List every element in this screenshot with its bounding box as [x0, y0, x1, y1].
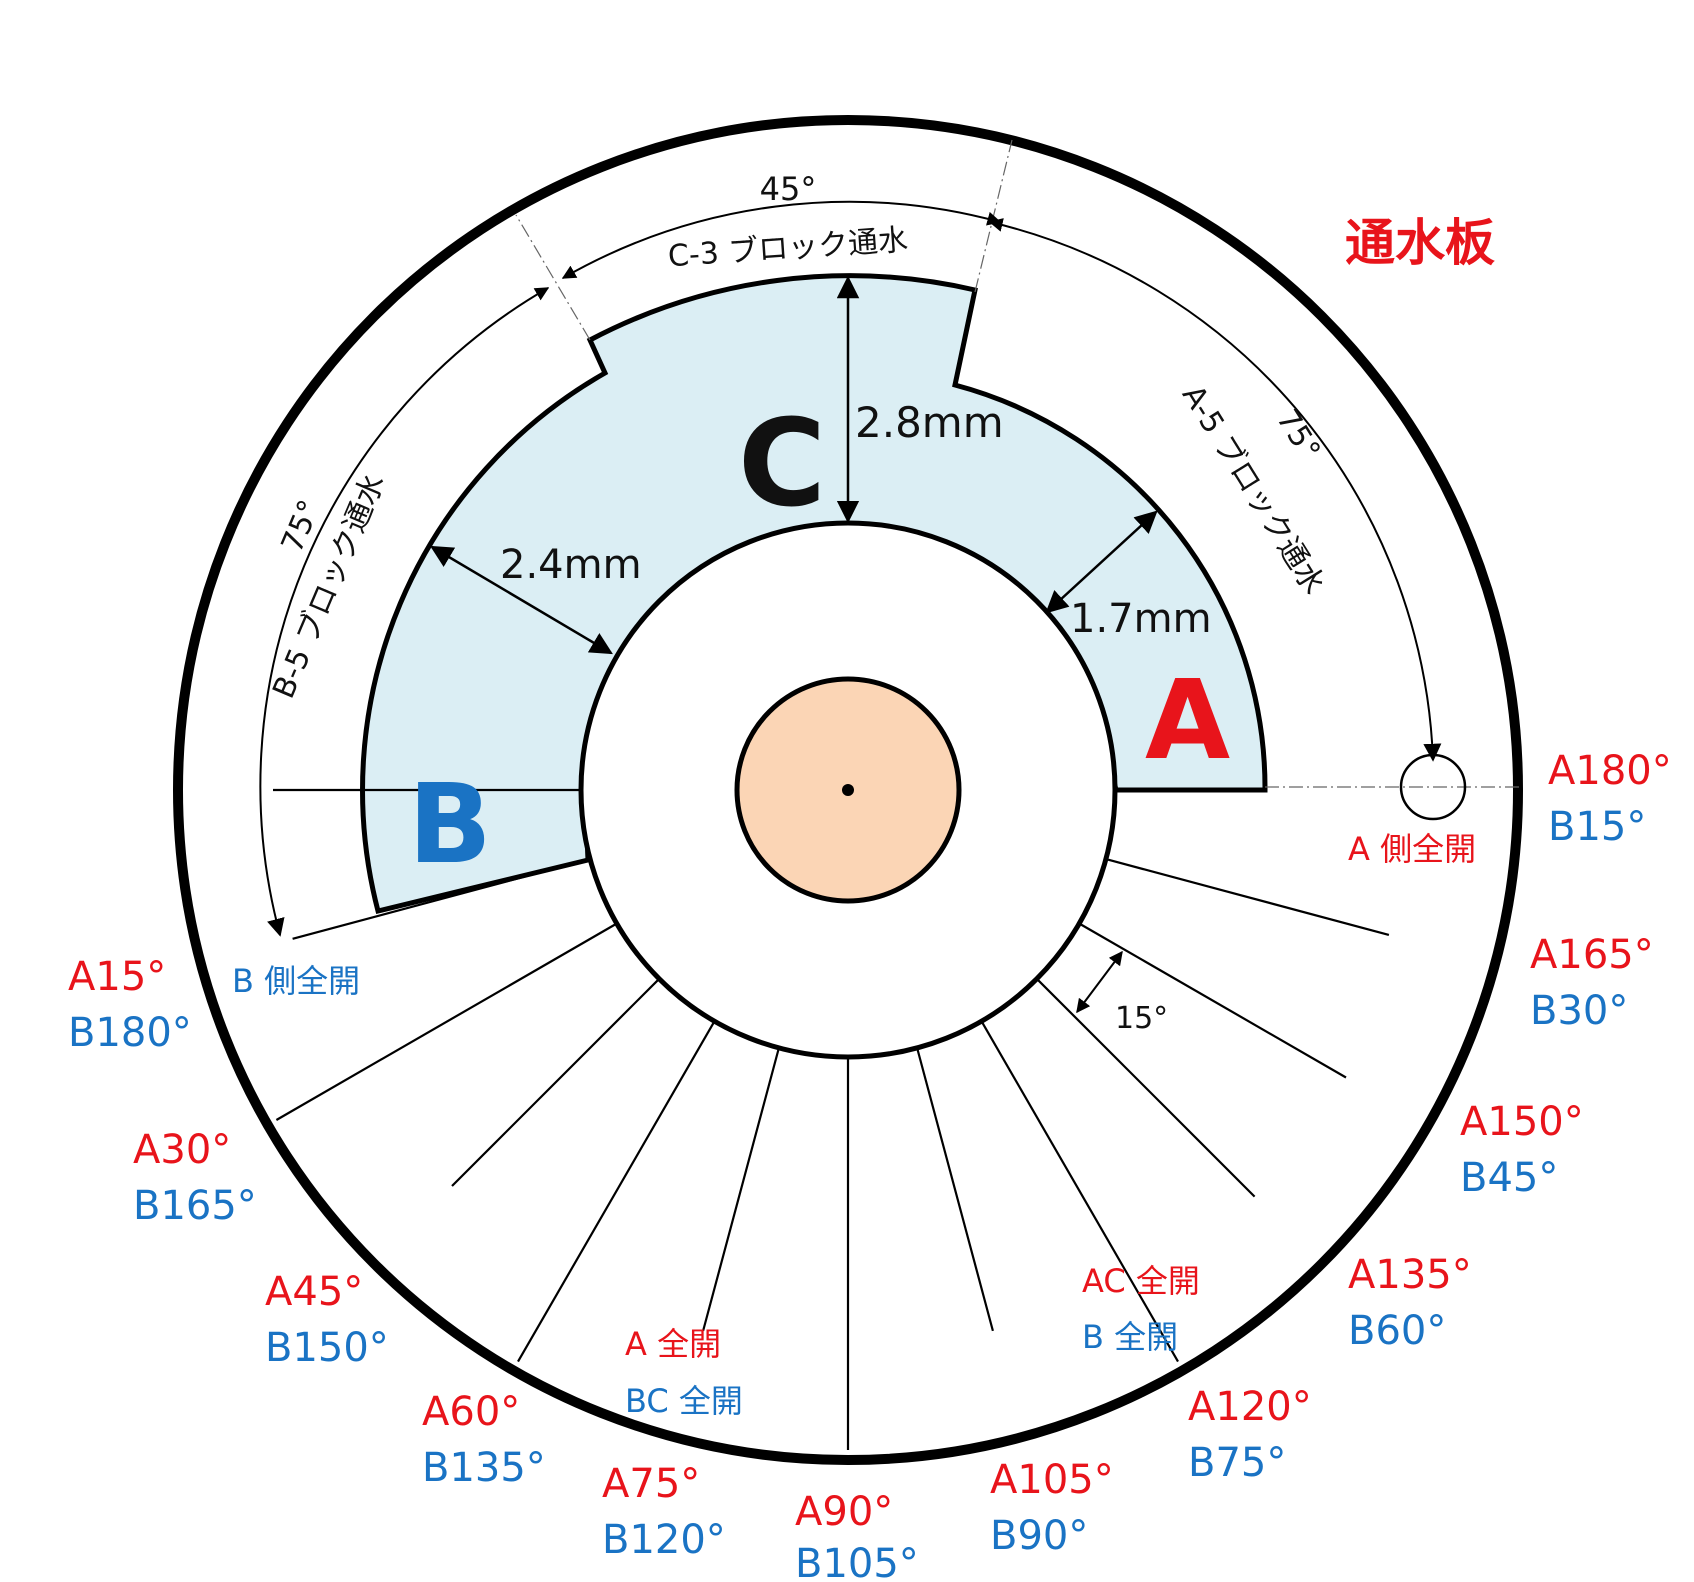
- pos-label-b: B15°: [1548, 804, 1646, 850]
- center-dot: [842, 784, 854, 796]
- pos-label-a: A150°: [1460, 1099, 1584, 1145]
- pos-label-b: B135°: [422, 1445, 546, 1491]
- pos-label-b: B30°: [1530, 988, 1628, 1034]
- zone-letter-c: C: [738, 395, 826, 534]
- pos-label-a: A30°: [133, 1127, 231, 1173]
- pos-label-b: B45°: [1460, 1155, 1558, 1201]
- pos-label-a: A165°: [1530, 932, 1654, 978]
- arc-a-span: [988, 218, 1442, 762]
- pos-label-a: A120°: [1188, 1384, 1312, 1430]
- note-a-open: A 全開: [625, 1325, 721, 1363]
- position-line: [1036, 978, 1256, 1198]
- pos-label-a: A75°: [602, 1461, 700, 1507]
- note-a-full: A 側全開: [1348, 830, 1476, 868]
- pos-label-b: B120°: [602, 1517, 726, 1563]
- position-line: [1078, 922, 1347, 1079]
- pos-label-a: A90°: [795, 1489, 893, 1535]
- arc-b-span: [259, 287, 550, 937]
- pos-label-b: B150°: [265, 1325, 389, 1371]
- arrow-step: [1076, 950, 1123, 1014]
- pos-label-a: A180°: [1548, 748, 1672, 794]
- note-ac-open: AC 全開: [1082, 1262, 1200, 1300]
- pos-label-a: A15°: [68, 954, 166, 1000]
- diagram-title: 通水板: [1345, 214, 1495, 272]
- note-bc-open: BC 全開: [625, 1382, 743, 1420]
- pos-label-a: A135°: [1348, 1252, 1472, 1298]
- pos-label-b: B105°: [795, 1541, 919, 1582]
- pos-label-b: B60°: [1348, 1308, 1446, 1354]
- arrow-b-thickness: [430, 545, 613, 655]
- arrow-a-thickness: [1045, 510, 1158, 614]
- pos-label-a: A45°: [265, 1269, 363, 1315]
- pos-label-b: B90°: [990, 1513, 1088, 1559]
- pos-label-b: B180°: [68, 1010, 192, 1056]
- step-label: 15°: [1115, 1001, 1168, 1036]
- position-line: [517, 1020, 716, 1363]
- pos-label-a: A60°: [422, 1389, 520, 1435]
- position-labels: A180° B15° A165° B30° A150° B45° A135° B…: [68, 748, 1672, 1582]
- note-b-full: B 側全開: [232, 962, 360, 1000]
- note-b-open: B 全開: [1082, 1318, 1178, 1356]
- pos-label-a: A105°: [990, 1457, 1114, 1503]
- position-line: [275, 922, 618, 1121]
- arc-c-span: [561, 200, 1002, 279]
- position-line: [702, 1047, 780, 1332]
- position-line: [1105, 858, 1390, 936]
- span-c: 45°: [760, 170, 817, 208]
- pos-label-b: B165°: [133, 1183, 257, 1229]
- pos-label-b: B75°: [1188, 1440, 1286, 1486]
- thickness-a: 1.7mm: [1070, 596, 1212, 642]
- thickness-arrows: [430, 275, 1158, 1014]
- thickness-c: 2.8mm: [855, 398, 1004, 447]
- position-line: [451, 978, 660, 1187]
- position-line: [916, 1047, 994, 1332]
- zone-letter-a: A: [1145, 656, 1230, 784]
- zone-letter-b: B: [408, 760, 492, 888]
- thickness-b: 2.4mm: [500, 542, 642, 588]
- span-arcs: [259, 200, 1442, 937]
- position-line: [980, 1020, 1179, 1363]
